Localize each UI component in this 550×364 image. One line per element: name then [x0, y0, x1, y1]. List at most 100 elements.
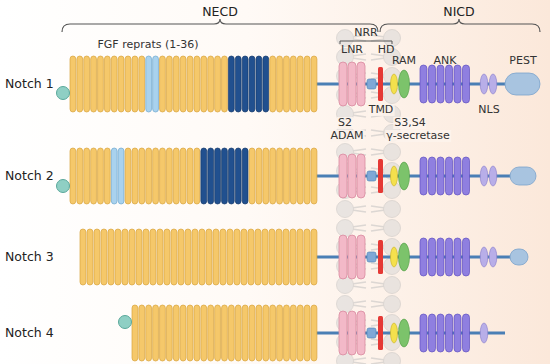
ank-repeat	[429, 157, 436, 195]
egf-repeat	[220, 229, 226, 285]
egf-repeat	[153, 56, 159, 112]
domain-label: TMD	[368, 104, 395, 116]
egf-repeat	[111, 56, 117, 112]
egf-repeat	[242, 56, 248, 112]
egf-repeat	[98, 56, 104, 112]
egf-repeat	[263, 148, 269, 204]
egf-repeat	[104, 56, 110, 112]
domain-label: PEST	[509, 55, 536, 67]
egf-repeat	[101, 229, 107, 285]
egf-repeat	[125, 148, 131, 204]
ank-repeat	[429, 65, 436, 103]
nls-domain	[489, 247, 497, 267]
egf-repeat	[180, 56, 186, 112]
egf-repeat	[241, 229, 247, 285]
egf-repeat	[173, 305, 179, 361]
egf-repeat	[187, 305, 193, 361]
hd-domain	[367, 328, 376, 338]
egf-repeat	[178, 229, 184, 285]
egf-repeat	[242, 148, 248, 204]
domain-label: RAM	[392, 55, 416, 67]
lipid-head	[337, 296, 354, 313]
egf-repeat	[139, 148, 145, 204]
egf-repeat	[199, 229, 205, 285]
egf-repeat	[129, 229, 135, 285]
lipid-head	[384, 353, 401, 364]
egf-repeat	[311, 229, 317, 285]
egf-repeat	[111, 148, 117, 204]
egf-repeat	[311, 305, 317, 361]
lnr-domain	[339, 154, 347, 198]
domain-label: NRR	[354, 27, 378, 39]
tmd-bar	[378, 240, 383, 274]
egf-repeat	[304, 56, 310, 112]
ram-domain	[391, 323, 398, 343]
lnr-domain	[339, 62, 347, 106]
tmd-bar	[378, 67, 383, 101]
egf-repeat	[201, 148, 207, 204]
domain-label: NECD	[202, 5, 238, 19]
egf-repeat	[132, 148, 138, 204]
egf-repeat	[248, 229, 254, 285]
egf-repeat	[249, 305, 255, 361]
egf-repeat	[108, 229, 114, 285]
egf-repeat	[304, 148, 310, 204]
egf-repeat	[136, 229, 142, 285]
egf-repeat	[98, 148, 104, 204]
ram-domain	[391, 166, 398, 186]
ank-repeat	[454, 314, 461, 352]
lnr-domain	[357, 62, 365, 106]
egf-repeat	[208, 56, 214, 112]
egf-repeat	[297, 148, 303, 204]
domain-label: NICD	[443, 5, 474, 19]
egf-repeat	[208, 148, 214, 204]
egf-repeat	[150, 229, 156, 285]
ank-repeat	[454, 157, 461, 195]
egf-repeat	[276, 229, 282, 285]
ram-domain	[391, 74, 398, 94]
ank-repeat	[437, 314, 444, 352]
ank-repeat	[446, 314, 453, 352]
ank-repeat	[454, 238, 461, 276]
lipid-head	[384, 296, 401, 313]
egf-repeat	[290, 305, 296, 361]
egf-repeat	[185, 229, 191, 285]
egf-repeat	[284, 56, 290, 112]
egf-repeat	[146, 305, 152, 361]
egf-repeat	[84, 148, 90, 204]
egf-repeat	[256, 148, 262, 204]
ram-domain	[391, 247, 398, 267]
egf-repeat	[270, 148, 276, 204]
egf-repeat	[70, 148, 76, 204]
egf-repeat	[153, 148, 159, 204]
lipid-head	[384, 220, 401, 237]
egf-repeat	[173, 148, 179, 204]
egf-repeat	[277, 56, 283, 112]
lnr-domain	[348, 311, 356, 355]
notch-receptor	[57, 56, 541, 112]
ram-domain	[399, 162, 410, 190]
ank-repeat	[446, 238, 453, 276]
egf-repeat	[213, 229, 219, 285]
egf-repeat	[235, 148, 241, 204]
egf-repeat	[256, 305, 262, 361]
nicd-bracket	[380, 19, 540, 32]
egf-repeat	[115, 229, 121, 285]
ank-repeat	[420, 157, 427, 195]
egf-repeat	[234, 229, 240, 285]
egf-repeat	[122, 229, 128, 285]
egf-repeat	[157, 229, 163, 285]
egf-repeat	[284, 305, 290, 361]
egf-repeat	[270, 56, 276, 112]
egf-repeat	[91, 148, 97, 204]
egf-repeat	[222, 56, 228, 112]
lnr-domain	[357, 154, 365, 198]
egf-repeat	[118, 56, 124, 112]
egf-repeat	[187, 56, 193, 112]
egf-repeat	[215, 148, 221, 204]
signal-peptide-circle	[57, 180, 70, 193]
necd-bracket	[62, 19, 378, 32]
egf-repeat	[277, 148, 283, 204]
ank-repeat	[420, 65, 427, 103]
domain-label: FGF reprats (1-36)	[97, 39, 198, 51]
